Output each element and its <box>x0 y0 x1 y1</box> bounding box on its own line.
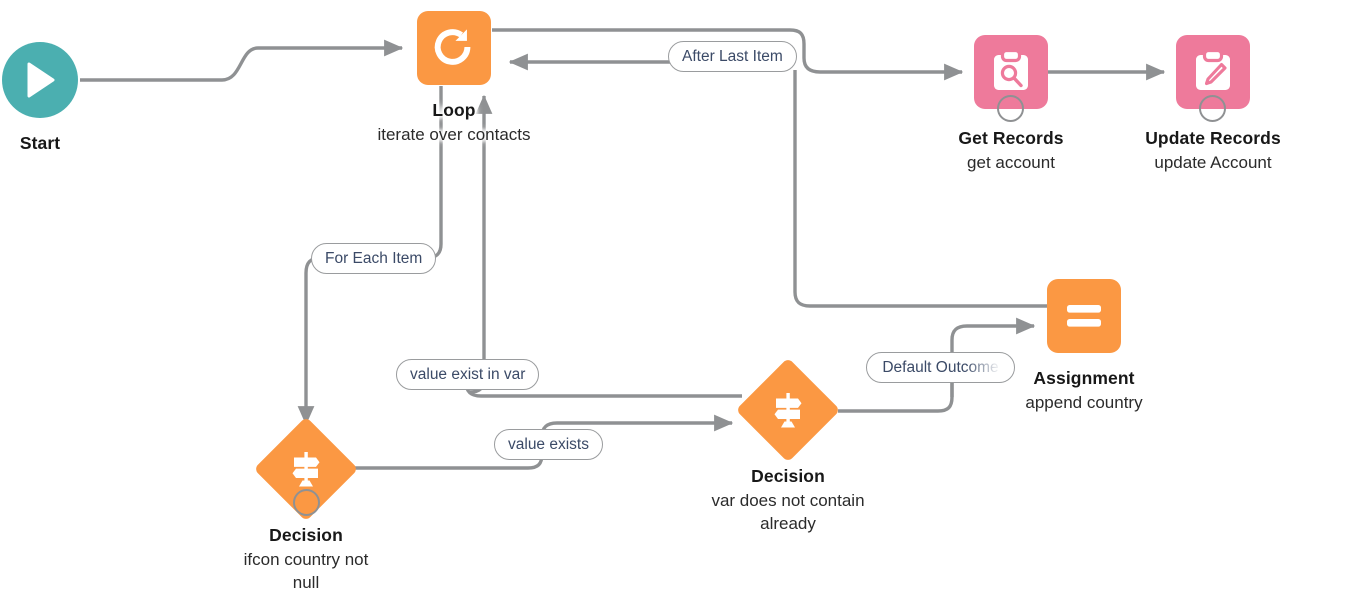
node-get-records-stub[interactable] <box>997 95 1024 122</box>
loop-refresh-icon <box>434 29 471 65</box>
start-circle[interactable] <box>2 42 78 118</box>
node-get-records[interactable] <box>974 35 1048 109</box>
connector-label-value-exists[interactable]: value exists <box>494 429 603 460</box>
connector-label-value-exist-in-var[interactable]: value exist in var <box>396 359 540 390</box>
wire-valueexistinvar-to-loop <box>469 94 493 394</box>
connector-label-default-outcome-text: Default Outcome <box>882 358 999 376</box>
clipboard-search-icon <box>994 50 1028 90</box>
connector-label-value-exist-in-var-text: value exist in var <box>410 365 526 383</box>
wire-afterlast-down-to-assignment <box>793 70 1048 308</box>
connector-label-for-each-item-text: For Each Item <box>325 249 423 267</box>
node-loop[interactable] <box>417 11 491 85</box>
node-update-records[interactable] <box>1176 35 1250 109</box>
connector-label-value-exists-text: value exists <box>508 435 589 453</box>
wire-start-to-loop <box>80 39 404 82</box>
connector-label-after-last-item-text: After Last Item <box>682 47 783 65</box>
play-icon <box>27 62 55 98</box>
connector-label-for-each-item[interactable]: For Each Item <box>311 243 437 274</box>
node-decision-1-stub[interactable] <box>293 489 320 516</box>
wire-loop-to-getrecords <box>492 28 964 81</box>
connector-label-after-last-item[interactable]: After Last Item <box>668 41 797 72</box>
clipboard-pencil-icon <box>1196 50 1230 90</box>
node-update-records-stub[interactable] <box>1199 95 1226 122</box>
connector-label-default-outcome[interactable]: Default Outcome <box>866 352 1015 383</box>
equals-icon <box>1067 305 1101 327</box>
node-assignment[interactable] <box>1047 279 1121 353</box>
